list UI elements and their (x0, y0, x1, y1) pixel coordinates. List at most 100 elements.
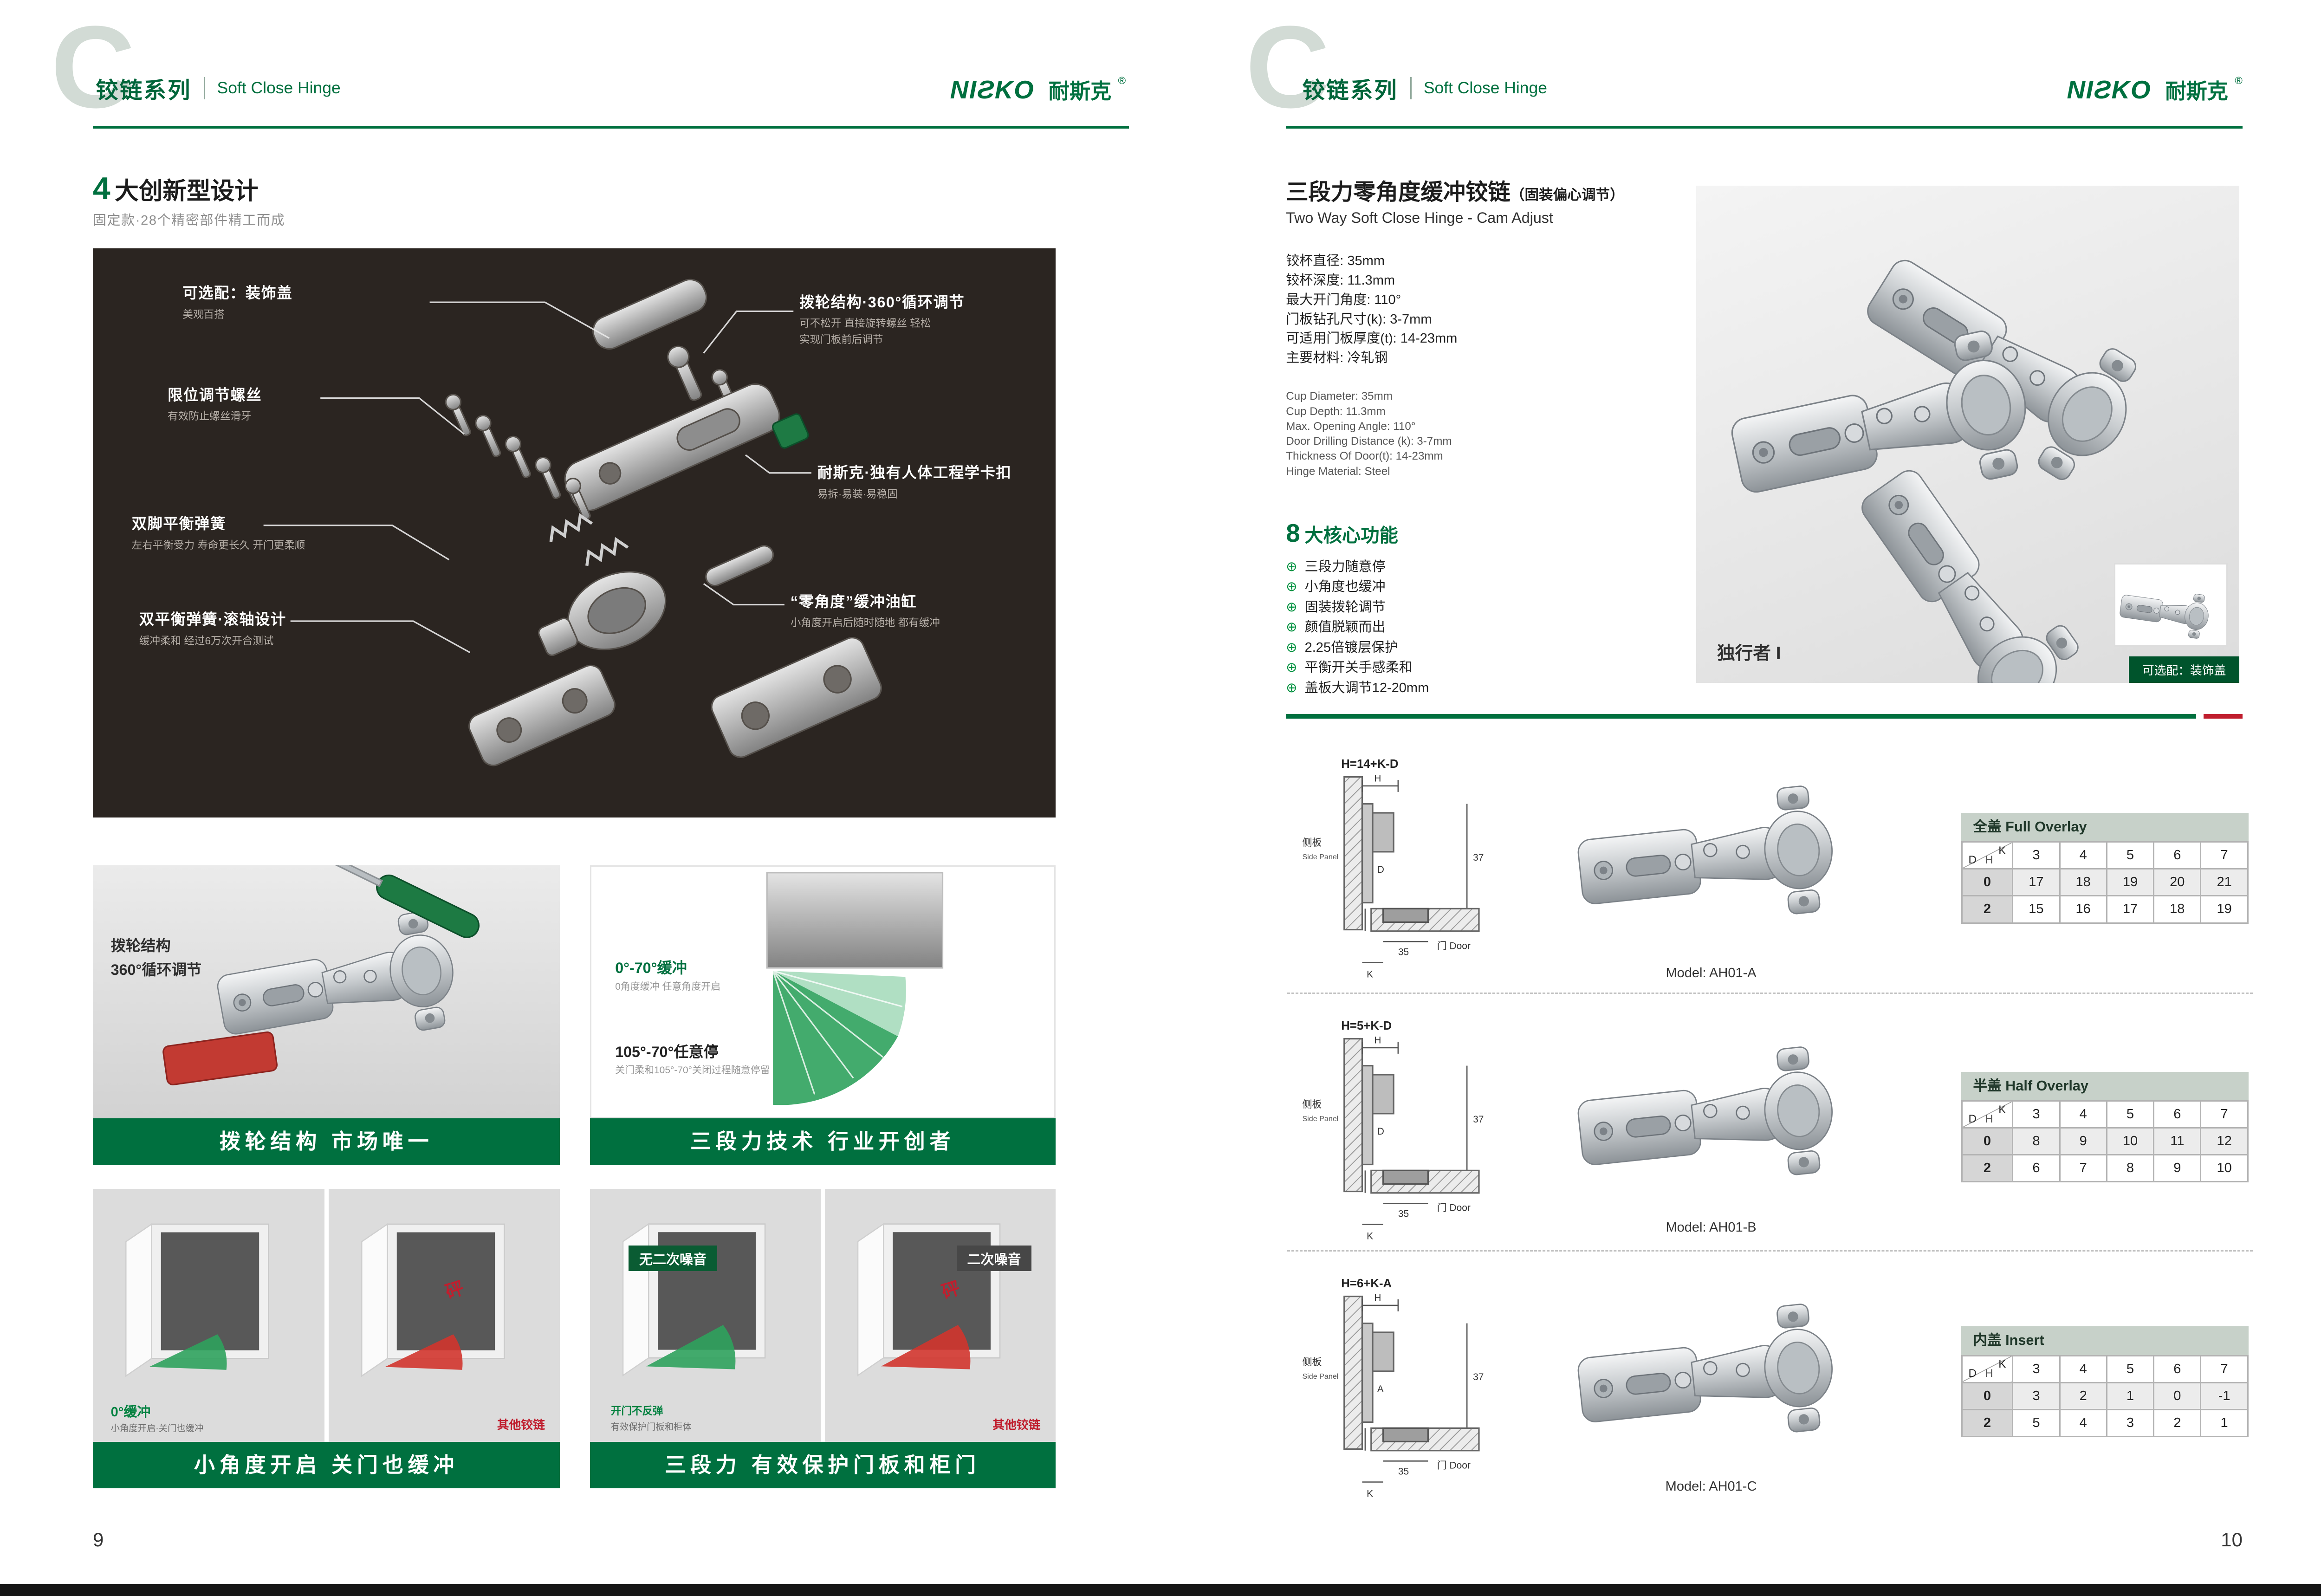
second-noise-label: 二次噪音 (956, 1246, 1031, 1271)
feature-image: 0°-70°缓冲 0角度缓冲 任意角度开启 105°-70°任意停 关门柔和10… (590, 865, 1056, 1118)
feature-image: 拨轮结构 360°循环调节 (92, 865, 560, 1118)
cabinet-protected: 无二次噪音 开门不反弹 有效保护门板和柜体 (590, 1189, 821, 1442)
svg-text:K: K (1367, 969, 1373, 980)
corner-row-label: D (1968, 1367, 1977, 1380)
col-header: 6 (2153, 1355, 2202, 1383)
table-cell: 19 (2106, 868, 2155, 897)
callout-desc: 有效防止螺丝滑牙 (168, 410, 252, 422)
dimension-table: K D H 3 4 5 6 7 0 8 9 10 11 12 (1961, 1100, 2249, 1183)
series-title-cn: 铰链系列 (1302, 78, 1398, 103)
hinge-product-a (1573, 783, 1839, 937)
svg-text:H: H (1374, 1292, 1381, 1303)
svg-text:A: A (1377, 1384, 1384, 1395)
table-cell: 10 (2200, 1154, 2249, 1183)
dashed-separator (1287, 993, 2253, 994)
row-header: 0 (1961, 868, 2014, 897)
callout-dial-structure: 拨轮结构·360°循环调节 可不松开 直接旋转螺丝 轻松 实现门板前后调节 (799, 291, 965, 347)
brand-logo-cn: 耐斯克 (1048, 79, 1112, 104)
other-hinge-label: 其他铰链 (992, 1419, 1041, 1432)
plus-circle-icon: ⊕ (1286, 579, 1297, 595)
dimension-diagram-a: H=14+K-D 侧板 Side Panel H D 37 35 K 门 Doo… (1303, 758, 1484, 980)
core-item: ⊕固装拨轮调节 (1286, 597, 1429, 618)
corner-val-label: H (1984, 1367, 1993, 1380)
corner-val-label: H (1984, 1113, 1993, 1126)
svg-text:35: 35 (1398, 1466, 1409, 1477)
callout-roller-design: 双平衡弹簧·滚轴设计 缓冲柔和 经过6万次开合测试 (139, 608, 286, 648)
plus-circle-icon: ⊕ (1286, 680, 1297, 695)
table-cell: 3 (2106, 1408, 2155, 1437)
table-cell: 9 (2153, 1154, 2202, 1183)
col-header: 3 (2012, 841, 2061, 870)
page-header: 铰链系列 Soft Close Hinge (96, 72, 341, 104)
col-header: 4 (2059, 1355, 2107, 1383)
cabinet-illustration (361, 1223, 505, 1376)
brand-logo-en: NIƧKO (950, 75, 1035, 104)
svg-text:H=5+K-D: H=5+K-D (1342, 1020, 1392, 1033)
model-number: Model: AH01-C (1665, 1479, 1757, 1494)
svg-text:37: 37 (1473, 1372, 1484, 1382)
callout-label: 双脚平衡弹簧 (131, 515, 226, 532)
page-edge-strip (0, 1583, 2321, 1596)
svg-text:Side Panel: Side Panel (1303, 1372, 1339, 1381)
callout-label: 拨轮结构·360°循环调节 (799, 293, 965, 311)
decor-cover-inset (2114, 563, 2228, 647)
feature-label-line1: 拨轮结构 (110, 937, 171, 954)
section-title-number: 4 (92, 171, 110, 206)
svg-text:门 Door: 门 Door (1437, 1460, 1471, 1471)
row-header: 0 (1961, 1382, 2014, 1410)
spec-line: Max. Opening Angle: 110° (1286, 420, 1416, 433)
table-title: 半盖 Half Overlay (1961, 1072, 2249, 1101)
brand-logo-en: NIƧKO (2067, 75, 2152, 104)
svg-text:H: H (1374, 773, 1381, 784)
brand-logo: NIƧKO 耐斯克 ® (950, 75, 1126, 105)
corner-row-label: D (1968, 854, 1977, 867)
table-cell: 17 (2012, 868, 2061, 897)
no-rebound-label: 开门不反弹 (610, 1405, 663, 1417)
col-header: 7 (2200, 1355, 2249, 1383)
row-header: 2 (1961, 895, 2014, 924)
svg-text:侧板: 侧板 (1303, 1099, 1322, 1110)
series-watermark-letter: C (51, 2, 136, 133)
plus-circle-icon: ⊕ (1286, 660, 1297, 675)
corner-col-label: K (1998, 1357, 2006, 1370)
table-cell: 15 (2012, 895, 2061, 924)
col-header: 4 (2059, 1100, 2107, 1129)
product-title: 三段力零角度缓冲铰链（固装偏心调节） (1286, 174, 1624, 206)
feature-banner: 三段力 有效保护门板和柜门 (590, 1441, 1056, 1488)
callout-desc: 实现门板前后调节 (799, 334, 883, 346)
table-cell: 9 (2059, 1127, 2107, 1156)
section-subtitle: 固定款·28个精密部件精工而成 (92, 213, 285, 228)
optional-cover-badge: 可选配：装饰盖 (2128, 656, 2240, 683)
dimension-diagram-b: H=5+K-D 侧板 Side Panel H D 37 35 K 门 Door (1303, 1020, 1484, 1242)
svg-text:37: 37 (1473, 852, 1484, 863)
col-header: 5 (2106, 1100, 2155, 1129)
registered-mark: ® (2235, 75, 2243, 87)
series-title-en: Soft Close Hinge (217, 78, 341, 97)
row-header: 2 (1961, 1154, 2014, 1183)
core-item-label: 三段力随意停 (1304, 559, 1386, 574)
table-cell: 17 (2106, 895, 2155, 924)
core-item-label: 平衡开关手感柔和 (1304, 660, 1413, 675)
svg-text:37: 37 (1473, 1115, 1484, 1125)
cabinet-illustration (125, 1223, 269, 1376)
plus-circle-icon: ⊕ (1286, 559, 1297, 574)
table-cell: 2 (2059, 1382, 2107, 1410)
callout-ergonomic-clip: 耐斯克·独有人体工程学卡扣 易拆·易装·易稳固 (817, 461, 1012, 501)
core-item: ⊕ 三段力随意停 (1286, 557, 1429, 577)
series-watermark-letter: C (1245, 2, 1330, 133)
callout-decor-cover: 可选配：装饰盖 美观百搭 (182, 281, 292, 322)
other-hinge-label: 其他铰链 (497, 1419, 545, 1432)
product-title-cn: 三段力零角度缓冲铰链 (1286, 180, 1511, 205)
corner-col-label: K (1998, 844, 2006, 857)
plus-circle-icon: ⊕ (1286, 640, 1297, 655)
svg-text:Side Panel: Side Panel (1303, 853, 1339, 861)
core-item-label: 盖板大调节12-20mm (1304, 680, 1429, 695)
feature-no-second-noise: 无二次噪音 开门不反弹 有效保护门板和柜体 二次噪音 砰 其他铰链 三段力 有效… (590, 1188, 1056, 1488)
product-series-name: 独行者 I (1717, 643, 1781, 663)
core-functions-label: 大核心功能 (1304, 525, 1398, 546)
model-number: Model: AH01-A (1666, 966, 1757, 981)
hinge-product-b (1573, 1044, 1839, 1197)
table-title: 全盖 Full Overlay (1961, 813, 2249, 842)
swing-sublabel-cushion: 0角度缓冲 任意角度开启 (615, 981, 721, 992)
